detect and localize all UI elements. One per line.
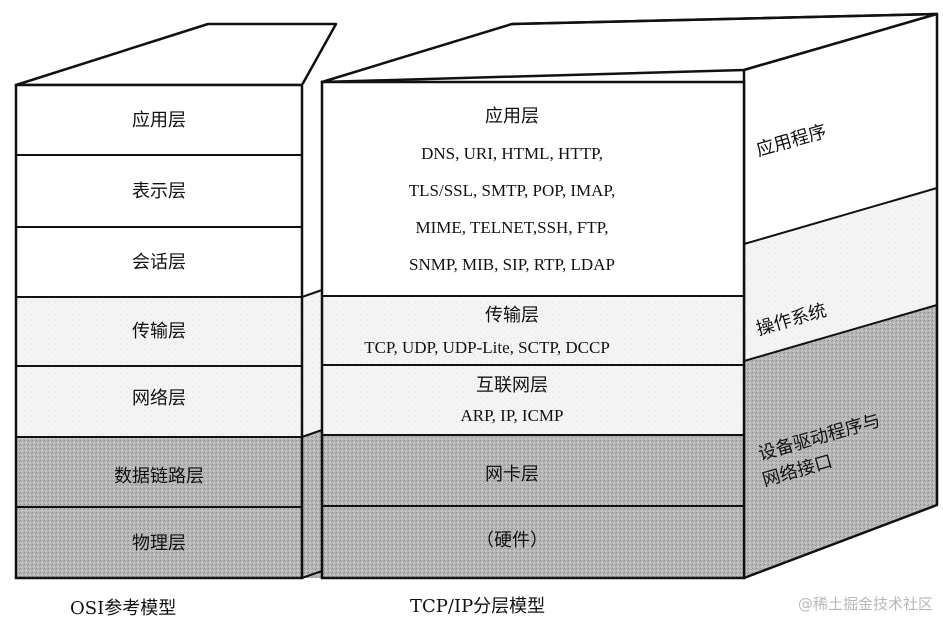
osi-layer-network: 网络层 [132,388,186,409]
osi-front-face [14,83,304,580]
tcpip-layer-transport: 传输层 [485,305,539,326]
osi-layer-session: 会话层 [132,252,186,273]
tcpip-app-protocols-line4: SNMP, MIB, SIP, RTP, LDAP [409,255,615,274]
tcpip-app-protocols-line2: TLS/SSL, SMTP, POP, IMAP, [408,181,616,200]
tcpip-side-face [742,12,939,580]
tcpip-layer-internet: 互联网层 [476,375,548,396]
tcpip-internet-protocols: ARP, IP, ICMP [460,406,564,425]
tcpip-app-protocols-line1: DNS, URI, HTML, HTTP, [421,144,603,163]
tcpip-layer-application: 应用层 [485,106,539,127]
osi-layer-application: 应用层 [132,110,186,131]
tcpip-transport-protocols: TCP, UDP, UDP-Lite, SCTP, DCCP [364,338,610,357]
tcpip-model-caption: TCP/IP分层模型 [410,596,546,617]
tcpip-front-face [320,80,746,580]
osi-layer-transport: 传输层 [132,321,186,342]
osi-layer-datalink: 数据链路层 [114,466,204,487]
osi-layer-physical: 物理层 [132,533,186,554]
osi-model-caption: OSI参考模型 [70,598,177,619]
tcpip-layer-nic: 网卡层 [485,464,539,485]
tcpip-layer-hardware: （硬件） [476,530,548,551]
tcpip-app-protocols-line3: MIME, TELNET,SSH, FTP, [415,218,609,237]
watermark: @稀土掘金技术社区 [797,595,933,613]
osi-layer-presentation: 表示层 [132,181,186,202]
osi-top-face [14,22,338,87]
